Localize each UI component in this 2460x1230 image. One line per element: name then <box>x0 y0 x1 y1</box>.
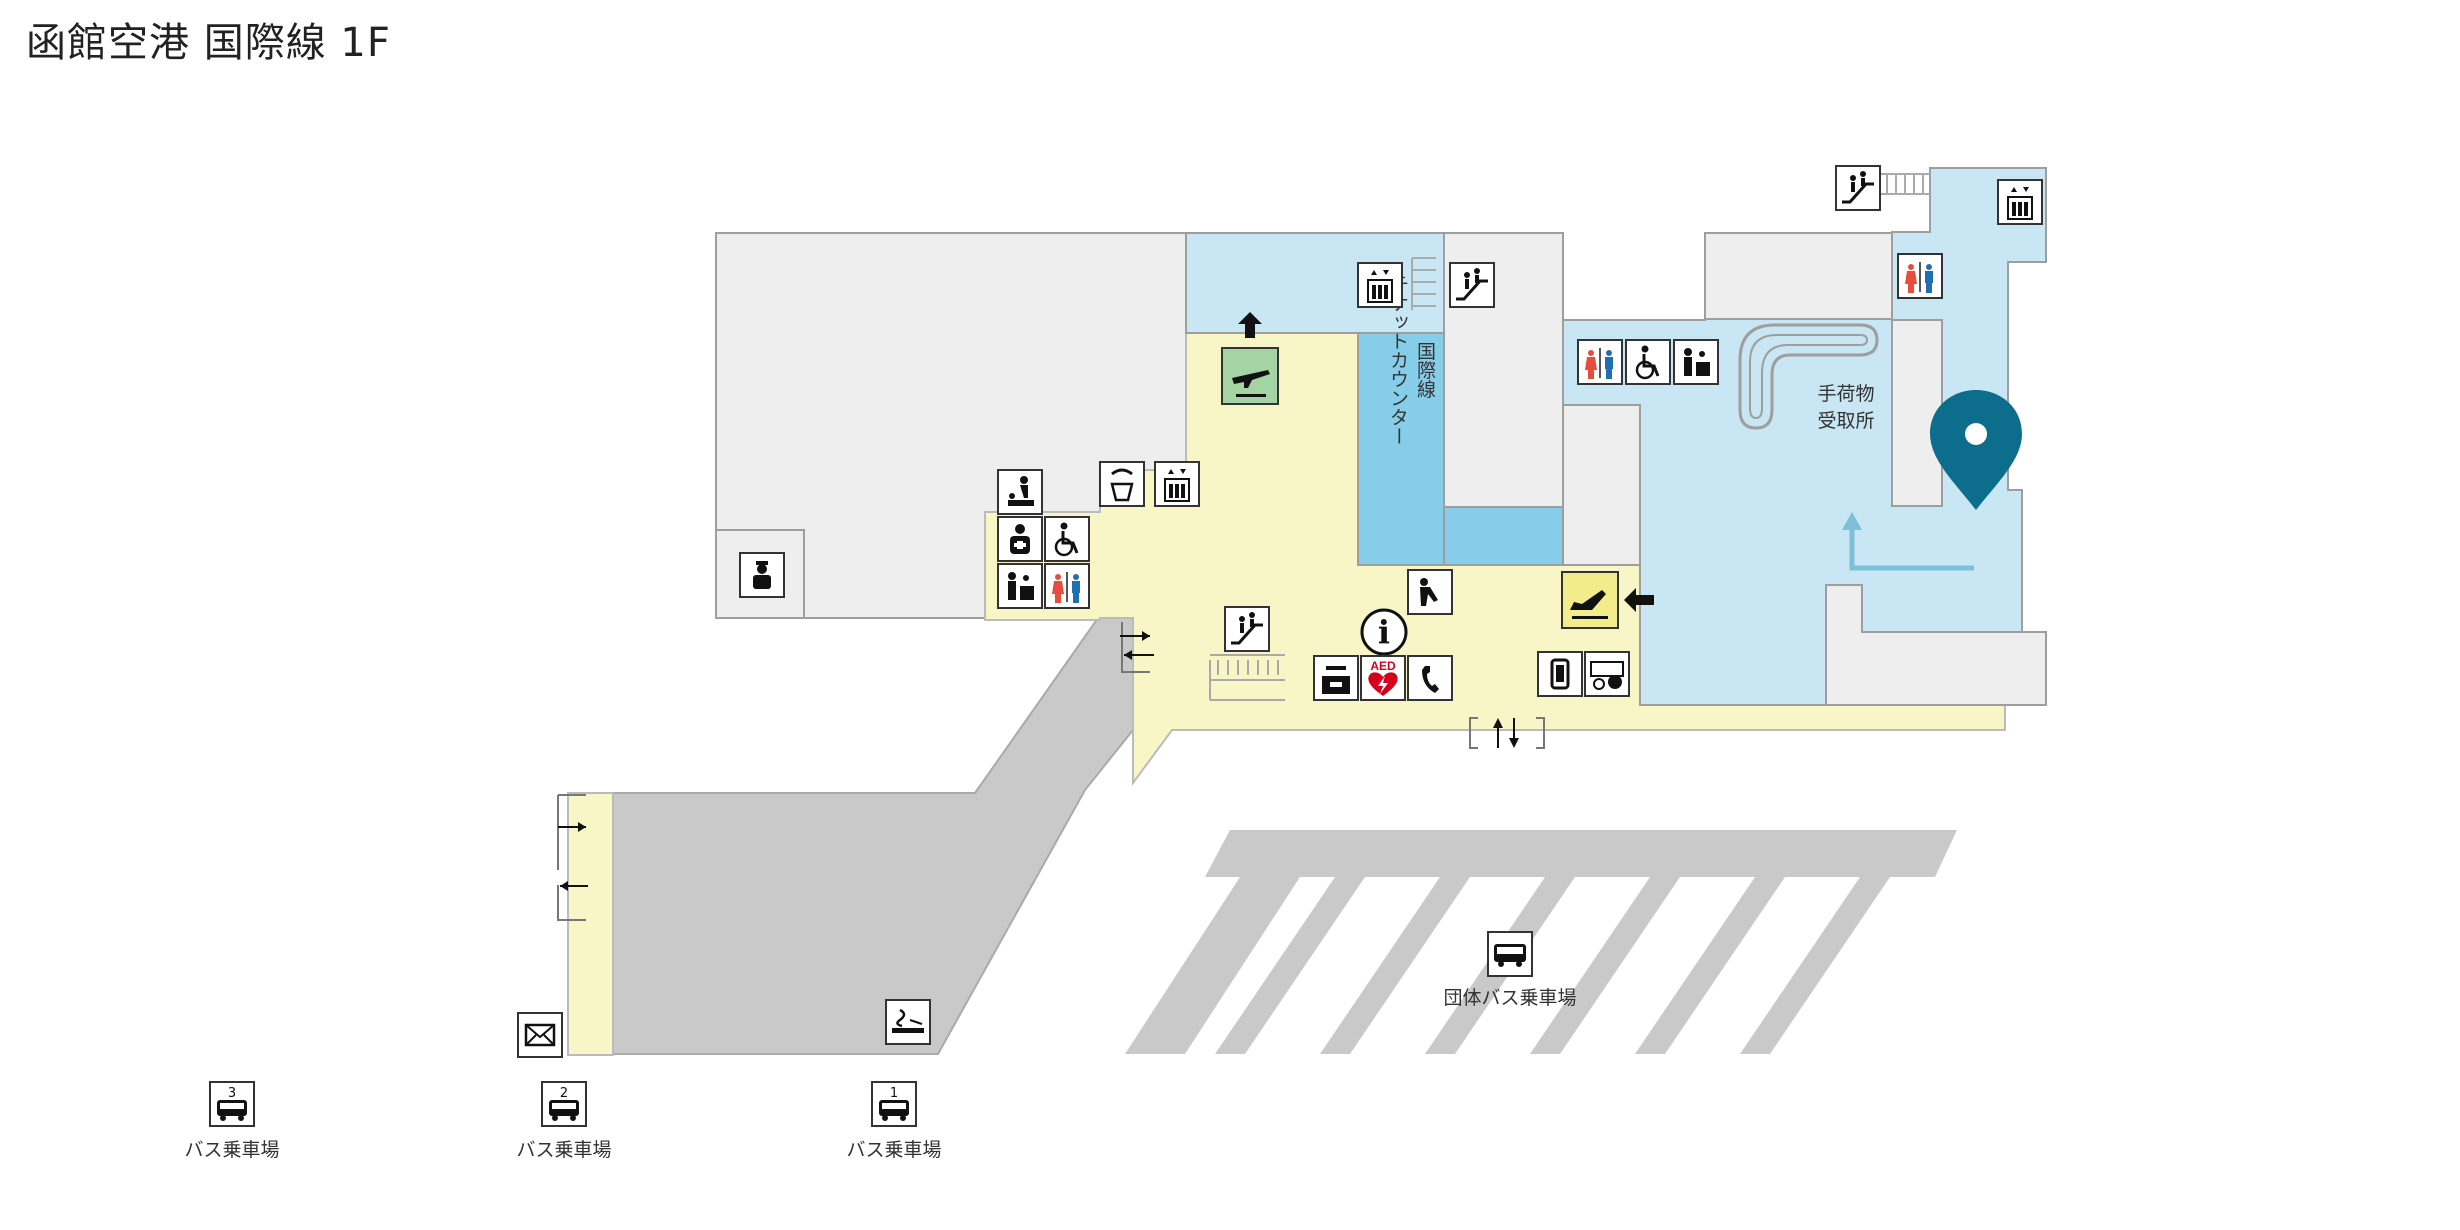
multipurpose-toilet-icon <box>997 563 1043 609</box>
escalator-top-icon <box>1449 262 1495 308</box>
baggage-claim-label-2: 受取所 <box>1817 410 1874 432</box>
bus-stop-3-icon: 3 <box>209 1081 255 1127</box>
police-icon <box>739 552 785 598</box>
bus-stop-1-label: バス乗車場 <box>846 1139 941 1161</box>
group-bus-stop-label: 団体バス乗車場 <box>1443 987 1576 1009</box>
baby-care-icon <box>997 469 1043 515</box>
outdoor-walkway <box>611 617 1134 1055</box>
elevator-top-right-icon <box>1997 179 2043 225</box>
coin-locker-icon <box>1313 655 1359 701</box>
restroom-right-icon <box>1577 339 1623 385</box>
diaper-change-icon <box>1407 569 1453 615</box>
aed-icon: AED <box>1360 655 1406 701</box>
location-pin-icon <box>1930 390 2022 510</box>
entrance-front <box>1469 717 1545 749</box>
baggage-carousel <box>1738 323 1879 430</box>
information-label: i <box>1378 613 1390 651</box>
ticket-counter-label-2: チケットカウンター <box>1387 275 1409 446</box>
bus-stop-1-number: 1 <box>890 1086 898 1101</box>
arrival-left-arrow-icon <box>1624 588 1654 612</box>
page-title: 函館空港 国際線 1F <box>26 20 391 66</box>
restroom-top-right-icon <box>1897 253 1943 299</box>
stairs-top-right <box>1880 173 1930 195</box>
mobile-charging-icon <box>1537 651 1583 697</box>
telephone-icon <box>1407 655 1453 701</box>
wheelchair-right-icon <box>1625 339 1671 385</box>
bus-stop-1-icon: 1 <box>871 1081 917 1127</box>
facility-top-right <box>1704 232 1893 320</box>
bus-stop-3-number: 3 <box>228 1086 236 1101</box>
wheelchair-icon <box>1044 516 1090 562</box>
departure-up-arrow-icon <box>1238 312 1262 338</box>
first-aid-icon <box>997 516 1043 562</box>
ticket-counter-label-1: 国際線 <box>1414 342 1436 399</box>
escalator-lobby-icon <box>1224 606 1270 652</box>
mailbox-icon <box>517 1012 563 1058</box>
bus-stop-3-label: バス乗車場 <box>184 1139 279 1161</box>
counter-back-area <box>1443 506 1565 566</box>
stairs-lobby <box>1209 654 1285 701</box>
stairs-top <box>1411 257 1436 310</box>
intl-ticket-counter <box>1357 332 1445 566</box>
flow-arrow <box>1849 526 1974 571</box>
sidewalk-left <box>567 792 614 1056</box>
baggage-claim-label-1: 手荷物 <box>1817 383 1874 405</box>
group-bus-icon <box>1487 931 1533 977</box>
elevator-icon <box>1154 461 1200 507</box>
bus-stop-2-number: 2 <box>560 1086 568 1101</box>
escalator-top-right-icon <box>1835 165 1881 211</box>
departure-icon <box>1221 347 1279 405</box>
currency-exchange-icon <box>1584 651 1630 697</box>
bus-stop-2-label: バス乗車場 <box>516 1139 611 1161</box>
smoking-area-icon <box>885 999 931 1045</box>
multipurpose-toilet-right-icon <box>1673 339 1719 385</box>
aed-label: AED <box>1370 659 1396 673</box>
facility-column-right <box>1891 319 1943 507</box>
elevator-top-icon <box>1357 262 1403 308</box>
bus-stop-2-icon: 2 <box>541 1081 587 1127</box>
water-fountain-icon <box>1099 461 1145 507</box>
arrival-icon <box>1561 571 1619 629</box>
restroom-icon <box>1044 563 1090 609</box>
information-icon: i <box>1360 608 1408 656</box>
group-bus-parking <box>1125 830 1957 1054</box>
facility-bottom-right <box>1825 584 2047 706</box>
entrance-lobby <box>1120 622 1154 673</box>
entrance-left <box>557 794 588 921</box>
